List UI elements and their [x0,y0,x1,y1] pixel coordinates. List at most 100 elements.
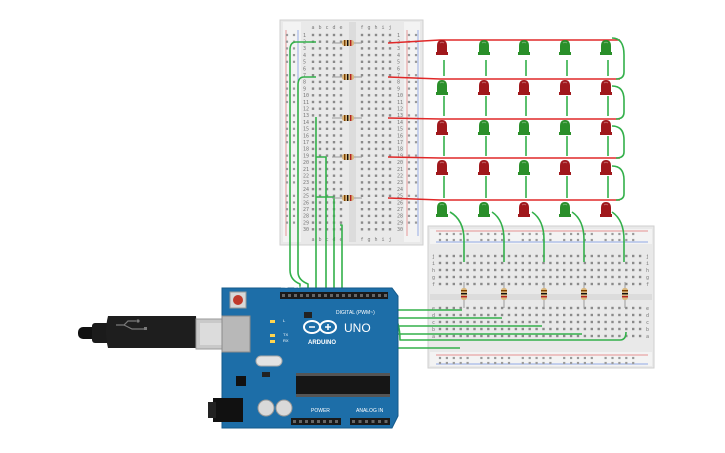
breadboard-row-label: c [432,320,435,326]
breadboard-row-label: 1 [303,33,306,39]
led-matrix[interactable] [436,40,612,217]
led-red-r4-c4[interactable] [559,160,571,175]
l-label: L [283,318,286,323]
led-red-r3-c1[interactable] [436,120,448,135]
resistor[interactable] [581,282,587,308]
breadboard-row-label: b [432,327,435,333]
breadboard-row-label: 4 [303,53,306,59]
wire-row-4 [387,156,620,159]
led-green-r1-c3[interactable] [518,40,530,55]
led-red-r2-c4[interactable] [559,80,571,95]
wire-uno-4 [316,156,327,296]
resistor[interactable] [501,282,507,308]
breadboard-row-label: 28 [303,214,309,220]
breadboard-row-label: 5 [397,60,400,66]
breadboard-row-label: e [646,306,649,312]
led-red-r4-c2[interactable] [478,160,490,175]
breadboard-row-label: 30 [397,227,403,233]
breadboard-column-label: j [389,237,392,243]
analog-in-label: ANALOG IN [356,408,384,414]
voltage-regulator [236,376,246,386]
led-green-r1-c5[interactable] [600,40,612,55]
resistor[interactable] [332,74,362,80]
breadboard-column-label: a [312,237,315,243]
breadboard-row-label: e [432,306,435,312]
digital-header[interactable] [280,292,388,299]
led-red-r5-c3[interactable] [518,202,530,217]
led-green-r4-c3[interactable] [518,160,530,175]
breadboard-row-label: 25 [397,194,403,200]
arduino-logo-icon [303,320,337,334]
wire-uno-2 [297,76,316,296]
breadboard-row-label: i [432,261,435,267]
led-green-r3-c3[interactable] [518,120,530,135]
resistor[interactable] [461,282,467,308]
wire-led-chain-4 [611,165,625,201]
led-green-r5-c4[interactable] [559,202,571,217]
breadboard-column-label: b [319,237,322,243]
breadboard-column-label: i [382,25,385,31]
resistors-right[interactable] [461,282,628,308]
breadboard-row-label: 11 [303,100,309,106]
led-green-r5-c2[interactable] [478,202,490,217]
resistor[interactable] [332,195,362,201]
resistor[interactable] [332,115,362,121]
reset-button-icon[interactable] [229,291,247,309]
resistor[interactable] [622,282,628,308]
analog-header[interactable] [350,418,390,425]
breadboard-row-label: 10 [397,93,403,99]
breadboard-column-label: i [382,237,385,243]
breadboard-row-label: 12 [397,107,403,113]
breadboard-row-label: g [646,275,649,281]
led-red-r1-c1[interactable] [436,40,448,55]
breadboard-row-label: 3 [397,46,400,52]
capacitor-2 [275,399,293,417]
wire-down-4 [571,211,585,262]
resistor[interactable] [541,282,547,308]
breadboard-row-label: f [432,282,435,288]
breadboard-row-label: 27 [397,207,403,213]
led-green-r2-c1[interactable] [436,80,448,95]
led-green-r3-c4[interactable] [559,120,571,135]
gnd-label: GND [294,285,302,289]
breadboard-column-label: b [319,25,322,31]
breadboard-row-label: 5 [303,60,306,66]
wire-row-1 [387,39,620,44]
breadboard-row-label: d [432,313,435,319]
led-red-r2-c5[interactable] [600,80,612,95]
led-red-r4-c1[interactable] [436,160,448,175]
breadboard-row-label: j [646,254,649,260]
breadboard-row-label: f [646,282,649,288]
led-green-r1-c2[interactable] [478,40,490,55]
resistor[interactable] [332,40,362,46]
breadboard-row-label: 26 [303,200,309,206]
breadboard-row-label: 7 [397,73,400,79]
breadboard-row-label: 24 [397,187,403,193]
resistors-top[interactable] [332,40,362,201]
breadboard-row-label: 15 [303,127,309,133]
resistor[interactable] [332,154,362,160]
led-green-r1-c4[interactable] [559,40,571,55]
led-green-r5-c1[interactable] [436,202,448,217]
breadboard-row-label: b [646,327,649,333]
breadboard-row-label: 22 [303,174,309,180]
led-red-r5-c5[interactable] [600,202,612,217]
led-red-r3-c5[interactable] [600,120,612,135]
power-header[interactable] [291,418,341,425]
led-green-r3-c2[interactable] [478,120,490,135]
breadboard-row-label: 18 [397,147,403,153]
breadboard-row-label: 11 [397,100,403,106]
breadboard-column-label: d [333,25,336,31]
arduino-model-text: UNO [344,321,371,335]
led-red-r2-c2[interactable] [478,80,490,95]
breadboard-column-label: f [361,25,364,31]
breadboard-row-label: a [432,334,435,340]
led-red-r2-c3[interactable] [518,80,530,95]
breadboard-row-label: 19 [397,153,403,159]
dc-power-jack-icon[interactable] [208,398,243,422]
breadboard-row-label: 27 [303,207,309,213]
led-red-r4-c5[interactable] [600,160,612,175]
arduino-uno-board[interactable]: ARDUINO UNO DIGITAL (PWM~) POWER ANALOG … [208,285,399,429]
